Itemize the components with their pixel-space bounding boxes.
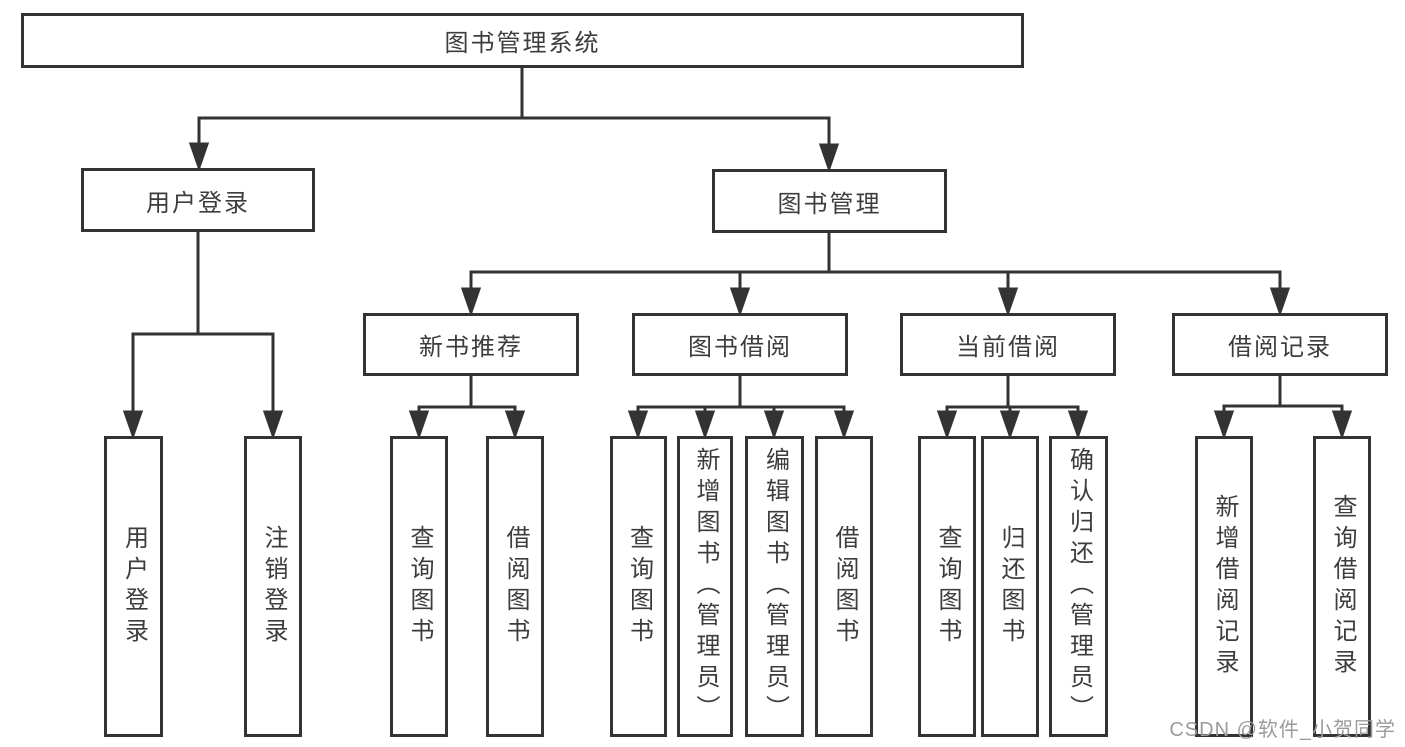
node-book-borrow: 图书借阅 [632, 313, 848, 376]
connector-current-borrow-children [936, 376, 1089, 440]
leaf-query-book-1: 查询图书 [390, 436, 448, 737]
leaf-logout: 注销登录 [244, 436, 302, 737]
leaf-return-book: 归还图书 [981, 436, 1039, 737]
connector-book-borrow-children [627, 376, 855, 440]
leaf-borrow-book-2: 借阅图书 [815, 436, 873, 737]
connector-new-book-children [408, 376, 526, 440]
node-new-book-recommend: 新书推荐 [363, 313, 579, 376]
leaf-add-book-admin: 新增图书（管理员） [677, 436, 733, 737]
node-current-borrow: 当前借阅 [900, 313, 1116, 376]
node-borrow-record: 借阅记录 [1172, 313, 1388, 376]
csdn-watermark: CSDN @软件_小贺同学 [1169, 719, 1396, 741]
leaf-confirm-return-admin: 确认归还（管理员） [1049, 436, 1108, 737]
node-book-management: 图书管理 [712, 169, 947, 233]
leaf-query-book-3: 查询图书 [918, 436, 976, 737]
leaf-query-book-2: 查询图书 [610, 436, 667, 737]
node-user-login: 用户登录 [81, 168, 315, 232]
connector-borrow-record-children [1213, 376, 1353, 440]
leaf-user-login: 用户登录 [104, 436, 163, 737]
leaf-add-borrow-record: 新增借阅记录 [1195, 436, 1253, 737]
leaf-borrow-book-1: 借阅图书 [486, 436, 544, 737]
leaf-edit-book-admin: 编辑图书（管理员） [745, 436, 804, 737]
connector-user-login-children [122, 232, 284, 440]
node-library-management-system: 图书管理系统 [21, 13, 1024, 68]
connector-root-to-level2 [188, 68, 840, 173]
connector-book-management-children [460, 233, 1291, 317]
leaf-query-borrow-record: 查询借阅记录 [1313, 436, 1371, 737]
